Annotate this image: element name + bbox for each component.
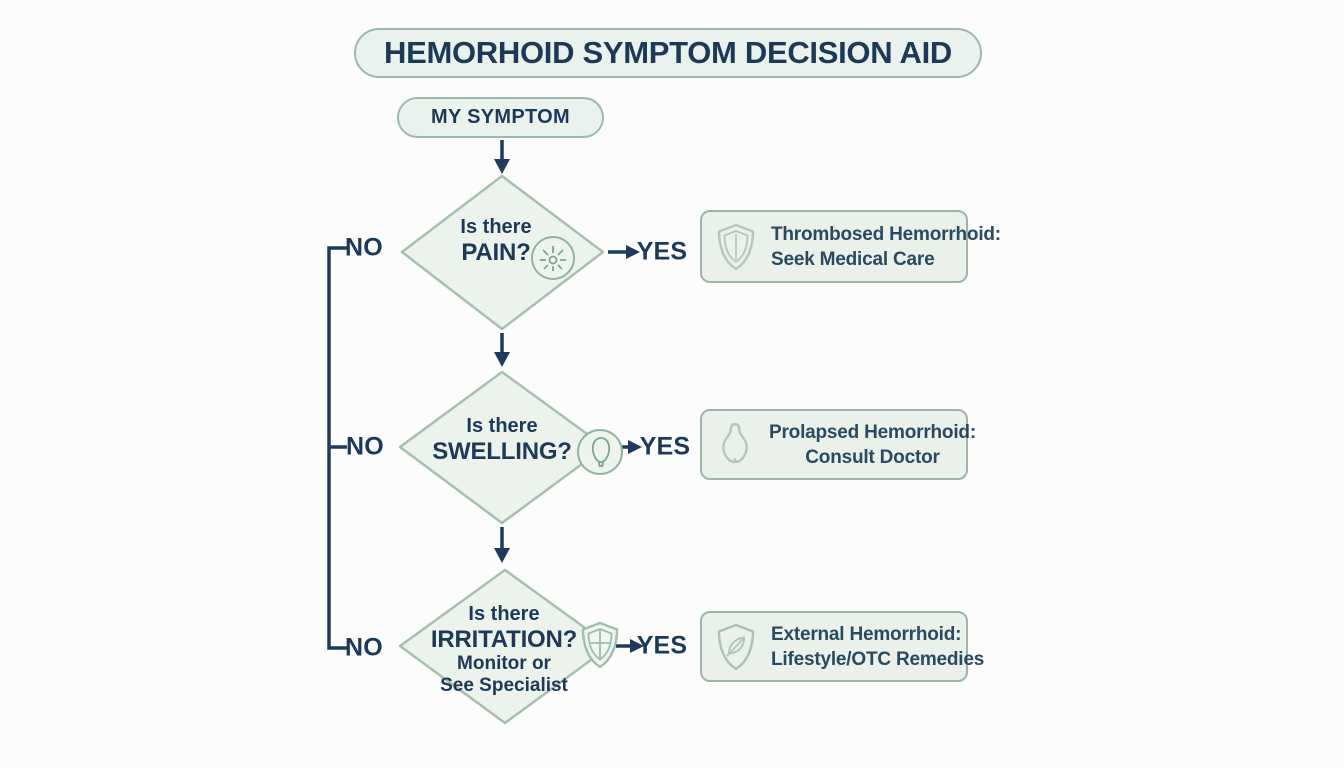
diamond-swelling — [398, 370, 607, 525]
question-swelling-text: SWELLING? — [432, 438, 572, 465]
pain-burst-icon — [530, 235, 576, 281]
outcome-line: Prolapsed Hemorrhoid: — [769, 421, 976, 443]
question-swelling-prefix: Is there — [466, 415, 538, 437]
arrowhead-down-1 — [494, 159, 510, 174]
yes-label-irritation: YES — [636, 631, 688, 660]
outcome-external-text: External Hemorrhoid: Lifestyle/OTC Remed… — [771, 622, 984, 672]
no-label-swelling: NO — [346, 432, 384, 461]
question-irritation-prefix: Is there — [468, 603, 540, 625]
outcome-line: Seek Medical Care — [771, 248, 935, 270]
question-pain-prefix: Is there — [460, 216, 532, 238]
outcome-prolapsed-text: Prolapsed Hemorrhoid: Consult Doctor — [769, 420, 976, 470]
question-pain: Is there PAIN? — [460, 216, 531, 266]
diamond-pain — [400, 174, 605, 331]
shield-leaf-icon — [714, 622, 758, 672]
outcome-thrombosed: Thrombosed Hemorrhoid: Seek Medical Care — [700, 210, 1001, 283]
start-node: MY SYMPTOM — [397, 97, 604, 138]
question-irritation-note2: See Specialist — [440, 675, 568, 696]
outcome-prolapsed: Prolapsed Hemorrhoid: Consult Doctor — [700, 409, 976, 480]
question-swelling: Is there SWELLING? — [432, 415, 572, 465]
arrowhead-yes-2 — [628, 440, 642, 454]
arrowhead-yes-1 — [626, 245, 640, 259]
balloon-icon — [576, 428, 624, 476]
shield-cross-icon — [577, 620, 623, 670]
page-title: HEMORHOID SYMPTOM DECISION AID — [354, 28, 982, 78]
shield-icon — [714, 222, 758, 272]
no-label-pain: NO — [345, 233, 383, 262]
outcome-line: Consult Doctor — [805, 446, 940, 468]
outcome-line: Thrombosed Hemorrhoid: — [771, 223, 1001, 245]
outcome-thrombosed-text: Thrombosed Hemorrhoid: Seek Medical Care — [771, 222, 1001, 272]
outcome-external: External Hemorrhoid: Lifestyle/OTC Remed… — [700, 611, 984, 682]
outcome-line: External Hemorrhoid: — [771, 623, 962, 645]
no-label-irritation: NO — [345, 633, 383, 662]
arrowhead-down-3 — [494, 548, 510, 563]
question-pain-text: PAIN? — [461, 239, 531, 266]
question-irritation: Is there IRRITATION? Monitor or See Spec… — [431, 603, 577, 697]
arrowhead-down-2 — [494, 352, 510, 367]
yes-label-swelling: YES — [639, 432, 691, 461]
arrowhead-yes-3 — [630, 639, 644, 653]
prolapse-bulb-icon — [714, 420, 756, 470]
question-irritation-text: IRRITATION? — [430, 626, 578, 653]
outcome-line: Lifestyle/OTC Remedies — [771, 648, 985, 670]
diamond-irritation — [398, 568, 612, 725]
question-irritation-note1: Monitor or — [457, 653, 551, 674]
yes-label-pain: YES — [636, 237, 688, 266]
